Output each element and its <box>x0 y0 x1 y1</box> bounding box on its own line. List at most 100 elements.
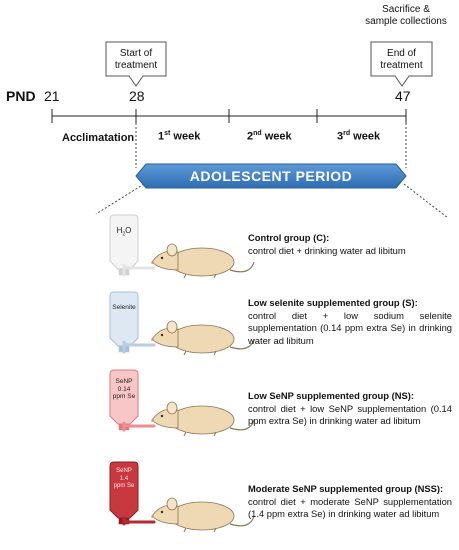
week-3-word: week <box>350 130 381 143</box>
zoom-line-left <box>95 183 145 215</box>
bottle-selenite <box>109 291 139 347</box>
week-1-num: 1 <box>158 130 165 143</box>
week-1-sup: st <box>164 130 171 137</box>
callout-arrows <box>105 41 433 87</box>
adolescent-banner: ADOLESCENT PERIOD <box>135 163 407 189</box>
rat-nose <box>151 338 154 341</box>
week-2-num: 2 <box>247 130 254 143</box>
rat-eye <box>160 256 164 260</box>
drinking-tube-control <box>122 263 156 277</box>
rat-nose <box>151 261 154 264</box>
senp-mod-line-3: ppm Se <box>113 483 135 489</box>
group-control-title: Control group (C): <box>248 232 330 243</box>
rat-hind-paw <box>213 350 217 356</box>
week-2-label: 2nd week <box>247 130 292 143</box>
rat-front-paw <box>183 527 187 533</box>
rat-selenite-icon <box>151 320 255 356</box>
group-control-art <box>109 214 255 279</box>
rat-control-icon <box>151 243 255 279</box>
sacrifice-note-line-2: sample collections <box>365 16 447 27</box>
group-senp-moderate-text: Moderate SeNP supplemented group (NSS): … <box>248 483 452 521</box>
bottle-label-selenite: Selenite <box>110 304 138 312</box>
rat-tail <box>229 261 255 273</box>
rat-eye <box>160 414 164 418</box>
week-2-sup: nd <box>253 130 262 137</box>
acclimation-label: Acclimatation <box>62 132 135 144</box>
week-3-num: 3 <box>337 130 344 143</box>
bottle-senp-low <box>109 369 139 425</box>
group-senp-low-art <box>109 369 255 437</box>
end-callout-line-1: End of <box>387 48 416 59</box>
drinking-tube-selenite <box>122 340 156 354</box>
bottle-senp-moderate <box>109 461 139 519</box>
week-1-label: 1st week <box>158 130 200 143</box>
bottle-label-control: H2O <box>111 227 137 239</box>
rat-nose <box>151 419 154 422</box>
senp-low-line-1: SeNP <box>115 378 133 385</box>
week-1-word: week <box>170 130 201 143</box>
zoom-line-right <box>403 183 449 219</box>
group-senp-moderate-art <box>109 461 255 533</box>
tick-label-28: 28 <box>129 88 145 104</box>
rat-tail <box>229 515 255 527</box>
week-3-sup: rd <box>343 130 351 137</box>
start-callout-arrow <box>105 41 167 87</box>
selenite-label-text: Selenite <box>112 304 136 311</box>
group-senp-low-text: Low SeNP supplemented group (NS): contro… <box>248 390 452 428</box>
rat-front-paw <box>183 431 187 437</box>
o-letter: O <box>125 226 132 235</box>
bottle-label-senp-moderate: SeNP 1.4 ppm Se <box>110 468 138 491</box>
group-senp-moderate-desc: control diet + moderate SeNP supplementa… <box>248 495 452 520</box>
start-callout: Start of treatment <box>106 48 166 72</box>
h2o-subscript: 2 <box>122 231 126 238</box>
end-callout: End of treatment <box>371 48 432 72</box>
group-selenite-art <box>109 291 255 356</box>
rat-body <box>169 247 235 277</box>
rat-senp-moderate-icon <box>151 497 255 533</box>
rat-tail <box>229 338 255 350</box>
rat-hind-paw <box>213 431 217 437</box>
group-selenite-text: Low selenite supplemented group (S): con… <box>248 297 452 347</box>
group-control-text: Control group (C): control diet + drinki… <box>248 232 452 257</box>
week-3-label: 3rd week <box>337 130 380 143</box>
rat-ear <box>166 497 178 511</box>
tick-label-21: 21 <box>44 88 60 104</box>
banner-shape <box>135 163 407 189</box>
rat-ear <box>166 320 178 334</box>
pnd-label: PND <box>6 88 36 104</box>
senp-low-line-2: 0.14 <box>117 385 131 393</box>
rat-ear <box>166 401 178 415</box>
group-control-desc: control diet + drinking water ad libitum <box>248 244 406 256</box>
rat-eye <box>160 333 164 337</box>
tick-label-47: 47 <box>395 88 411 104</box>
rat-nose <box>151 515 154 518</box>
senp-mod-line-2: 1.4 <box>119 475 129 482</box>
bottle-control <box>109 214 139 270</box>
rat-front-paw <box>183 350 187 356</box>
banner-text: ADOLESCENT PERIOD <box>190 168 353 184</box>
end-callout-line-2: treatment <box>380 60 423 71</box>
start-callout-line-2: treatment <box>114 60 158 71</box>
end-callout-arrow <box>370 41 433 87</box>
rat-hind-paw <box>213 273 217 279</box>
senp-low-line-3: ppm Se <box>112 393 136 400</box>
start-callout-line-1: Start of <box>119 48 153 59</box>
rat-tail <box>229 419 255 431</box>
rat-body <box>169 405 235 435</box>
week-2-word: week <box>261 130 292 143</box>
group-selenite-title: Low selenite supplemented group (S): <box>248 297 418 308</box>
rat-front-paw <box>183 273 187 279</box>
rat-senp-low-icon <box>151 401 255 437</box>
rat-body <box>169 501 235 531</box>
senp-mod-line-1: SeNP <box>116 468 132 474</box>
sacrifice-note-line-1: Sacrifice & <box>382 4 430 15</box>
group-senp-low-desc: control diet + low SeNP supplementation … <box>248 402 452 427</box>
drinking-tube-senp-low <box>122 421 156 432</box>
drinking-tube-senp-moderate <box>122 517 156 526</box>
group-selenite-desc: control diet + low sodium selenite suppl… <box>248 309 452 346</box>
rat-eye <box>160 510 164 514</box>
sacrifice-note: Sacrifice & sample collections <box>356 4 456 28</box>
h-letter: H <box>116 226 123 235</box>
